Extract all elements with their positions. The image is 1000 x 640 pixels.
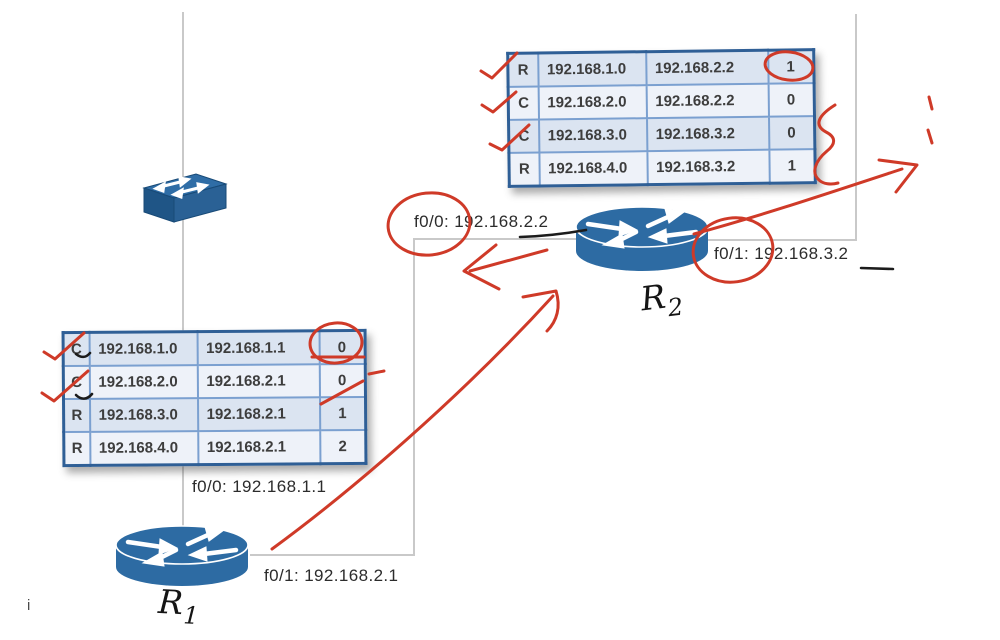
link-switch-vertical: [182, 12, 184, 556]
route-source-cell: C: [63, 365, 90, 400]
metric-cell: 0: [319, 330, 366, 365]
ip-cell: 192.168.2.1: [197, 397, 320, 432]
metric-cell: 0: [768, 116, 815, 150]
underscore-after-r2-f01-ip: [859, 266, 895, 271]
metric-cell: 1: [767, 49, 815, 84]
metric-cell: 2: [319, 429, 366, 464]
ip-cell: 192.168.4.0: [538, 151, 648, 186]
long-arrow-r1-to-r2-head: [521, 289, 560, 333]
left-arrow-shaft: [468, 248, 549, 273]
router-icon-r1: [115, 525, 249, 586]
squiggle-right-of-r2-table: [813, 103, 840, 186]
link-r1-horizontal: [250, 554, 415, 556]
link-r2-right-horizontal: [700, 239, 857, 241]
ip-cell: 192.168.2.2: [645, 50, 769, 86]
route-source-cell: R: [507, 53, 539, 87]
label-r2-f00: f0/0: 192.168.2.2: [414, 212, 549, 231]
ip-cell: 192.168.1.1: [197, 330, 320, 366]
handwritten-label-r1: R1: [157, 581, 200, 631]
route-source-cell: C: [508, 86, 539, 120]
route-source-cell: R: [508, 152, 540, 187]
ip-cell: 192.168.3.2: [646, 149, 770, 185]
ip-cell: 192.168.2.1: [197, 364, 320, 399]
link-r1-r2-vertical: [413, 238, 415, 556]
handwritten-label-r2: R2: [638, 276, 685, 323]
label-r1-f00: f0/0: 192.168.1.1: [192, 477, 327, 496]
route-source-cell: C: [63, 332, 90, 367]
ip-cell: 192.168.2.0: [89, 365, 198, 399]
ip-cell: 192.168.2.1: [197, 430, 320, 465]
ip-cell: 192.168.2.0: [538, 85, 647, 120]
metric-cell: 0: [768, 83, 815, 117]
label-r2-f01: f0/1: 192.168.3.2: [714, 244, 849, 263]
ip-cell: 192.168.1.0: [537, 51, 647, 87]
ip-cell: 192.168.3.2: [646, 116, 769, 152]
route-source-cell: R: [63, 431, 90, 466]
arrow-top-right-head: [877, 158, 919, 194]
metric-cell: 0: [319, 363, 366, 398]
tick-marks-top-right: [926, 95, 934, 145]
ip-cell: 192.168.3.0: [538, 118, 647, 153]
metric-cell: 1: [768, 149, 816, 184]
ip-cell: 192.168.2.2: [646, 83, 769, 119]
label-r1-f01: f0/1: 192.168.2.1: [264, 566, 399, 585]
dash-right-of-r1-table: [367, 369, 386, 376]
route-source-cell: C: [508, 119, 539, 153]
left-arrow-head: [462, 243, 501, 291]
link-r2-left-horizontal: [413, 238, 583, 240]
ip-cell: 192.168.1.0: [89, 331, 198, 366]
ip-cell: 192.168.4.0: [89, 431, 198, 466]
switch-icon: [142, 173, 228, 223]
ip-cell: 192.168.3.0: [89, 398, 198, 432]
route-source-cell: R: [63, 398, 90, 433]
stray-character: i: [27, 597, 31, 614]
link-right-vertical: [855, 14, 857, 241]
router-icon-r2: [575, 206, 709, 271]
metric-cell: 1: [319, 396, 366, 431]
